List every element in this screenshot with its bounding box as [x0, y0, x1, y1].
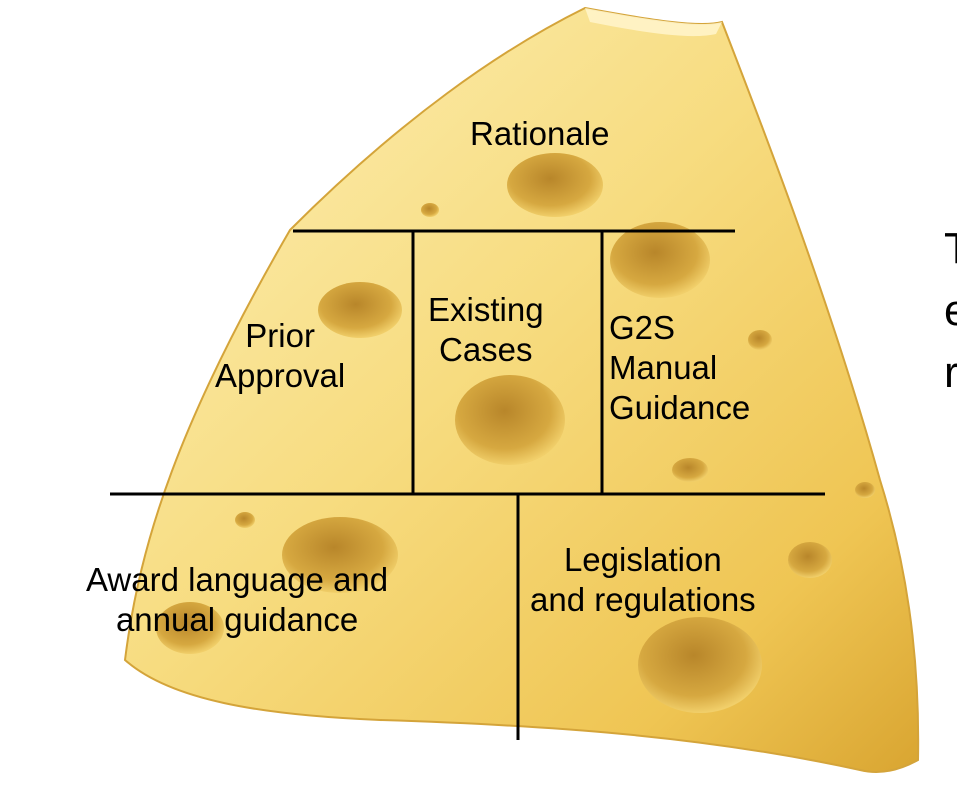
g2s-line-2: Manual [609, 349, 718, 386]
cropped-side-text: Ter [944, 218, 957, 404]
existing-cases-line-1: Existing [428, 291, 544, 328]
section-dividers [110, 229, 825, 740]
label-legislation: Legislation and regulations [530, 540, 756, 620]
award-line-1: Award language and [86, 561, 389, 598]
cheese-top-edge [585, 8, 722, 37]
label-rationale: Rationale [470, 115, 610, 152]
side-text-line-1: T [944, 218, 957, 280]
g2s-line-3: Guidance [609, 389, 751, 426]
side-text-line-2: e [944, 286, 957, 335]
prior-approval-line-1: Prior [245, 317, 315, 354]
cheese-holes [156, 153, 875, 713]
legislation-line-2: and regulations [530, 581, 756, 618]
prior-approval-line-2: Approval [215, 357, 346, 394]
label-prior-approval: Prior Approval [215, 316, 345, 396]
g2s-line-1: G2S [609, 309, 676, 346]
label-award-language: Award language and annual guidance [86, 560, 388, 640]
legislation-line-1: Legislation [563, 541, 722, 578]
label-g2s-manual-guidance: G2S Manual Guidance [609, 308, 750, 428]
existing-cases-line-2: Cases [439, 331, 533, 368]
award-line-2: annual guidance [115, 601, 359, 638]
side-text-line-3: r [944, 348, 957, 397]
label-existing-cases: Existing Cases [428, 290, 544, 370]
